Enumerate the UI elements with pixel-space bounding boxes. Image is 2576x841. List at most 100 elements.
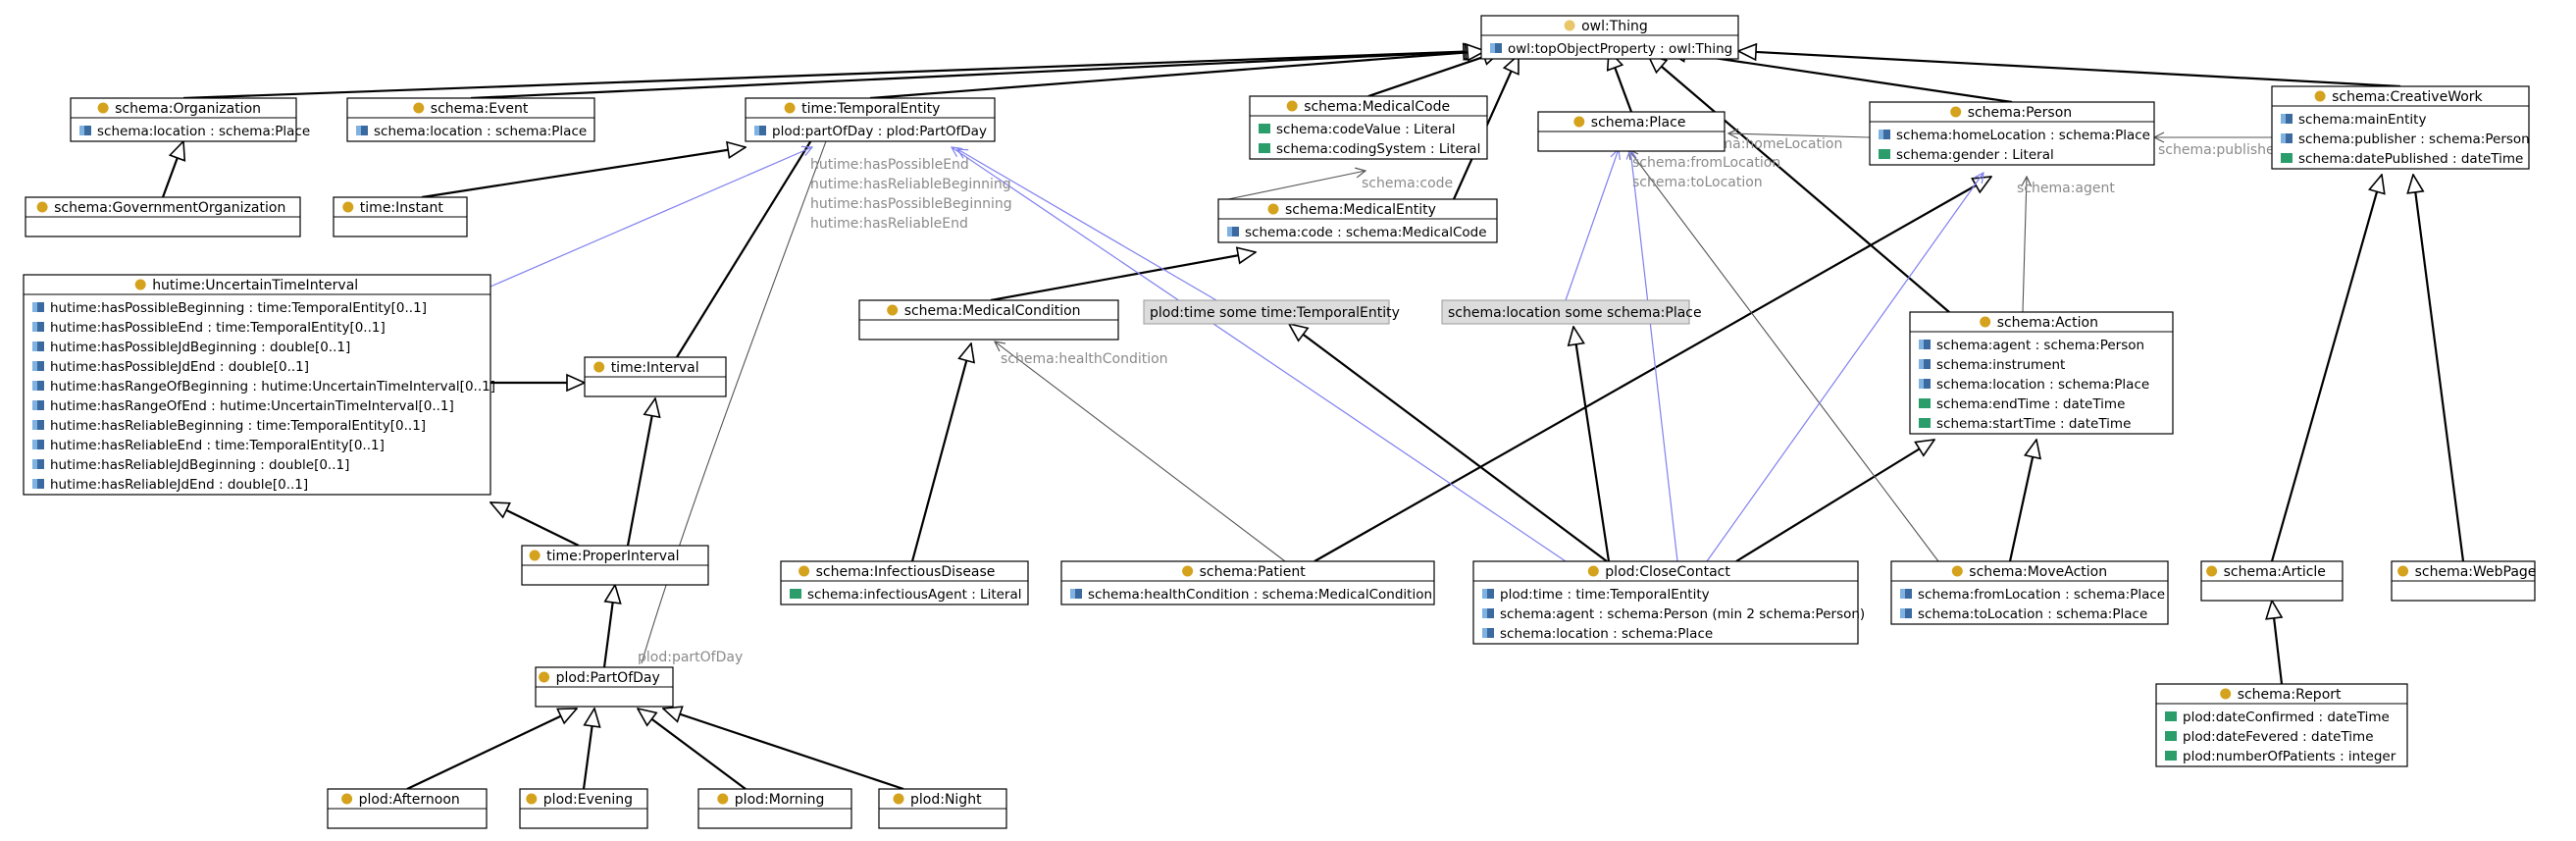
class-title: schema:Patient	[1200, 564, 1307, 580]
edge-label-layer: hutime:hasPossibleEndhutime:hasReliableB…	[638, 136, 2281, 665]
class-box	[1890, 560, 2169, 625]
class-title: schema:GovernmentOrganization	[54, 200, 285, 216]
subclass-edge	[582, 709, 594, 790]
object-property-icon	[32, 322, 44, 332]
class-icon	[2314, 90, 2326, 102]
object-property-icon	[32, 420, 37, 430]
class-attribute: schema:startTime : dateTime	[1936, 416, 2131, 432]
class-node-morning[interactable]: plod:Morning	[697, 788, 852, 829]
object-property-icon	[32, 479, 37, 489]
data-property-icon	[1259, 143, 1270, 153]
object-property-icon	[32, 420, 44, 430]
object-property-icon	[1482, 589, 1494, 599]
object-property-icon	[1900, 589, 1905, 599]
property-edge	[641, 120, 834, 664]
subclass-edge	[869, 51, 1485, 100]
subclass-edge	[1367, 51, 1501, 98]
edge-label: schema:homeLocation	[1687, 136, 1842, 152]
class-attribute: hutime:hasReliableJdEnd : double[0..1]	[50, 477, 308, 493]
restriction-label: plod:time some time:TemporalEntity	[1150, 305, 1400, 321]
class-node-creative[interactable]: schema:CreativeWorkschema:mainEntitysche…	[2271, 85, 2530, 170]
restriction-node[interactable]: schema:location some schema:Place	[1441, 299, 1702, 325]
object-property-icon	[32, 400, 44, 410]
class-icon	[717, 793, 729, 805]
class-title: schema:MedicalCode	[1304, 99, 1450, 115]
object-property-icon	[32, 342, 44, 351]
class-title: schema:Organization	[115, 101, 261, 117]
object-property-icon	[1482, 628, 1487, 638]
class-node-instant[interactable]: time:Instant	[333, 196, 468, 237]
class-attribute: hutime:hasPossibleJdBeginning : double[0…	[50, 340, 350, 355]
class-icon	[97, 102, 109, 114]
class-title: plod:PartOfDay	[556, 670, 660, 686]
class-node-afternoon[interactable]: plod:Afternoon	[327, 788, 488, 829]
object-property-icon	[1490, 43, 1495, 53]
class-attribute: schema:toLocation : schema:Place	[1918, 606, 2147, 622]
subclass-edge	[638, 709, 747, 790]
class-node-webpage[interactable]: schema:WebPage	[2391, 560, 2536, 602]
object-property-icon	[32, 400, 37, 410]
object-property-icon	[1482, 608, 1494, 618]
class-title: schema:Event	[431, 101, 529, 117]
object-property-icon	[32, 381, 37, 391]
property-edge	[995, 342, 1286, 562]
object-property-icon	[1900, 608, 1912, 618]
class-title: time:Interval	[611, 360, 699, 376]
property-edge	[2023, 177, 2027, 313]
data-property-icon	[2165, 731, 2177, 741]
edge-label: schema:toLocation	[1632, 175, 1763, 190]
class-icon	[341, 793, 353, 805]
class-node-org[interactable]: schema:Organization schema:location : sch…	[70, 97, 310, 142]
data-property-icon	[2165, 711, 2177, 721]
edge-label: hutime:hasReliableBeginning	[810, 177, 1011, 192]
edge-label: schema:agent	[2017, 181, 2115, 196]
edge-label: hutime:hasPossibleBeginning	[810, 196, 1012, 212]
subclass-edge	[421, 147, 746, 199]
restriction-node[interactable]: plod:time some time:TemporalEntity	[1143, 299, 1400, 325]
class-node-article[interactable]: schema:Article	[2200, 560, 2344, 602]
class-icon	[1980, 316, 1991, 328]
class-icon	[799, 565, 810, 577]
object-property-icon	[79, 126, 91, 135]
subclass-edge	[2008, 440, 2036, 562]
class-node-govorg[interactable]: schema:GovernmentOrganization	[25, 196, 301, 237]
class-icon	[342, 201, 354, 213]
class-node-properinterval[interactable]: time:ProperInterval	[521, 545, 709, 586]
object-property-icon	[2281, 114, 2293, 124]
subclass-edge	[2270, 175, 2382, 562]
subclass-edge	[626, 398, 655, 547]
class-node-medcond[interactable]: schema:MedicalCondition	[858, 299, 1119, 341]
subclass-edge	[1648, 55, 1950, 313]
class-node-place[interactable]: schema:Place	[1537, 111, 1726, 152]
property-edge	[952, 147, 1567, 562]
class-node-uti[interactable]: hutime:UncertainTimeIntervalhutime:hasPo…	[23, 274, 495, 496]
class-node-night[interactable]: plod:Night	[878, 788, 1007, 829]
class-node-infectious[interactable]: schema:InfectiousDiseaseschema:infectiou…	[780, 560, 1029, 605]
class-box	[1480, 15, 1739, 60]
subclass-edge	[602, 585, 615, 668]
class-node-evening[interactable]: plod:Evening	[519, 788, 648, 829]
class-node-partofday[interactable]: plod:PartOfDay	[535, 666, 674, 708]
object-property-icon	[32, 361, 37, 371]
object-property-icon	[32, 361, 44, 371]
edge-label: schema:code	[1362, 176, 1453, 191]
class-node-interval[interactable]: time:Interval	[584, 356, 727, 397]
subclass-edge	[676, 120, 824, 358]
class-title: schema:MedicalCondition	[904, 303, 1081, 319]
object-property-icon	[32, 440, 44, 449]
data-property-icon	[2281, 153, 2293, 163]
class-attribute: hutime:hasPossibleEnd : time:TemporalEnt…	[50, 320, 386, 336]
class-attribute: schema:location : schema:Place	[97, 124, 310, 139]
edge-label: schema:publisher	[2158, 142, 2281, 158]
